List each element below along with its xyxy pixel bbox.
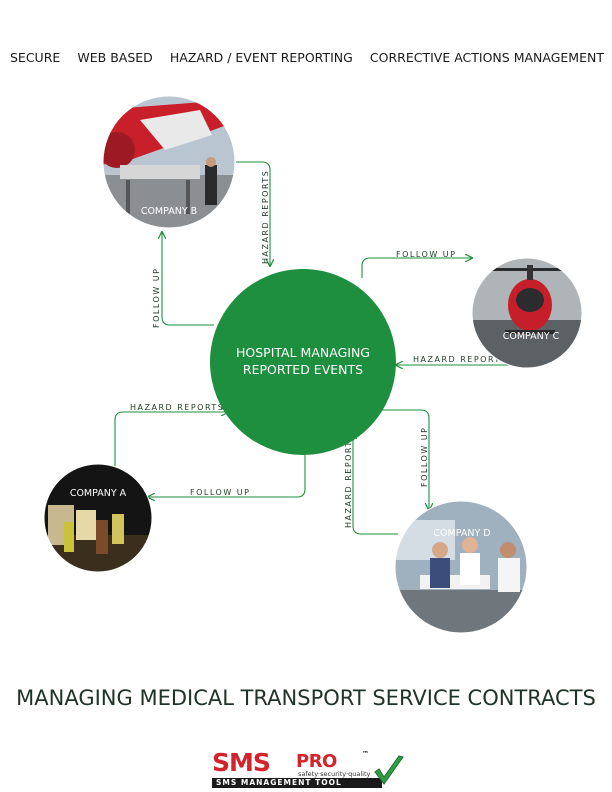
company-b-label: COMPANY B	[141, 206, 197, 217]
company-a-photo	[44, 464, 152, 572]
arrow-b-followup	[162, 232, 214, 326]
logo-sms-text: SMS	[212, 748, 271, 777]
company-c-label: COMPANY C	[503, 331, 560, 342]
label-b-hazard: HAZARD REPORTS	[261, 170, 270, 264]
arrow-b-hazard	[236, 161, 270, 266]
hub-label-line1: HOSPITAL MANAGING	[236, 345, 370, 360]
label-a-followup: FOLLOW UP	[190, 488, 250, 497]
smspro-logo: SMS PRO ™ safety·security·quality SMS MA…	[212, 748, 404, 790]
company-d-label: COMPANY D	[433, 528, 490, 539]
feature-hazard-reporting: HAZARD / EVENT REPORTING	[169, 50, 353, 65]
label-c-hazard: HAZARD REPORTS	[413, 355, 507, 364]
label-d-followup: FOLLOW UP	[420, 427, 429, 487]
arrow-c-followup	[361, 258, 472, 278]
label-b-followup: FOLLOW UP	[152, 268, 161, 328]
feature-web-based: WEB BASED	[77, 50, 153, 65]
logo-tagline: safety·security·quality	[298, 770, 371, 778]
logo-trademark: ™	[362, 750, 369, 758]
feature-secure: SECURE	[10, 50, 61, 65]
label-a-hazard: HAZARD REPORTS	[130, 403, 224, 412]
arrow-a-hazard	[114, 412, 228, 468]
page-headline: MANAGING MEDICAL TRANSPORT SERVICE CONTR…	[16, 686, 596, 710]
reporting-flow-diagram: HAZARD REPORTS FOLLOW UP FOLLOW UP HAZAR…	[43, 95, 583, 634]
company-a-label: COMPANY A	[70, 488, 127, 499]
company-c-photo	[472, 258, 582, 368]
logo-bar-text: SMS MANAGEMENT TOOL	[216, 778, 342, 787]
feature-list: SECURE WEB BASED HAZARD / EVENT REPORTIN…	[10, 50, 604, 68]
feature-corrective-actions: CORRECTIVE ACTIONS MANAGEMENT	[369, 50, 604, 65]
logo-pro-text: PRO	[296, 751, 337, 772]
arrow-d-hazard	[353, 432, 398, 535]
checkmark-icon	[374, 755, 404, 785]
arrow-d-followup	[377, 409, 429, 510]
label-d-hazard: HAZARD REPORTS	[344, 434, 353, 528]
arrow-a-followup	[148, 450, 306, 497]
logo-bar	[212, 778, 382, 788]
label-c-followup: FOLLOW UP	[396, 250, 456, 259]
hub-label-line2: REPORTED EVENTS	[243, 362, 363, 377]
company-d-photo	[395, 501, 527, 633]
hospital-hub	[210, 269, 396, 455]
